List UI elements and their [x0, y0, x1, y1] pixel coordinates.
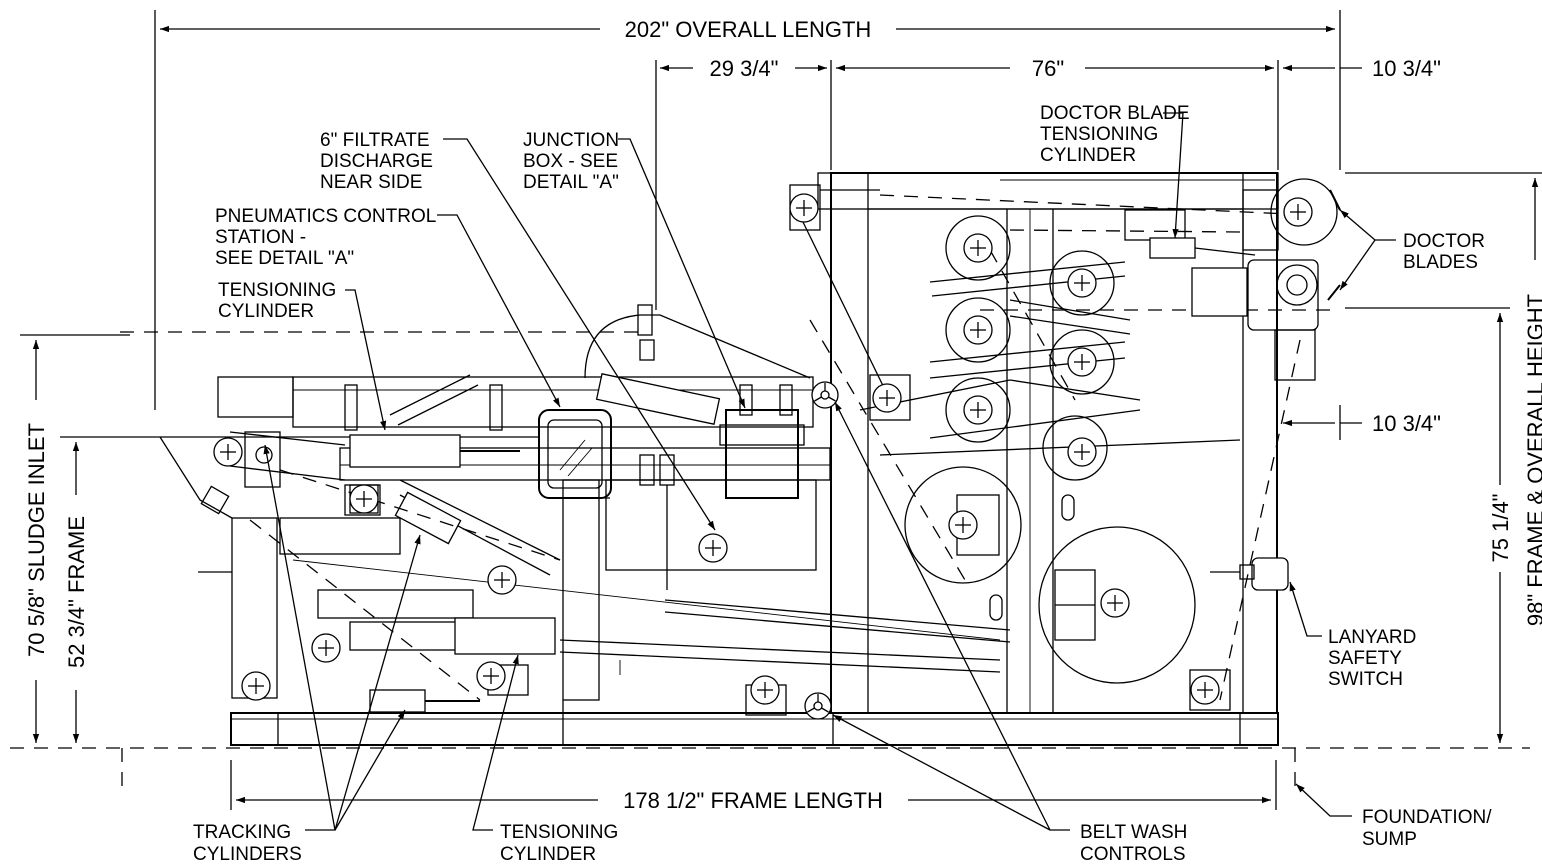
svg-text:JUNCTION: JUNCTION — [523, 130, 619, 151]
leader-lines — [263, 112, 1396, 831]
svg-text:TRACKING: TRACKING — [193, 822, 291, 843]
svg-text:CONTROLS: CONTROLS — [1080, 844, 1186, 865]
overall-length-label: 202" OVERALL LENGTH — [625, 17, 872, 42]
svg-text:STATION -: STATION - — [215, 227, 306, 248]
frame-length-label: 178 1/2" FRAME LENGTH — [623, 788, 883, 813]
dim-29-label: 29 3/4" — [710, 56, 779, 81]
svg-text:SUMP: SUMP — [1362, 829, 1417, 850]
svg-text:CYLINDER: CYLINDER — [500, 844, 596, 865]
svg-text:SWITCH: SWITCH — [1328, 669, 1403, 690]
dim-76-label: 76" — [1032, 56, 1064, 81]
svg-text:NEAR SIDE: NEAR SIDE — [320, 172, 422, 193]
callout-lanyard-switch: LANYARD SAFETY SWITCH — [1328, 627, 1416, 690]
dim-10b-label: 10 3/4" — [1372, 411, 1441, 436]
svg-text:CYLINDER: CYLINDER — [218, 301, 314, 322]
svg-text:BLADES: BLADES — [1403, 252, 1478, 273]
svg-text:SAFETY: SAFETY — [1328, 648, 1402, 669]
belt-press-machine — [159, 172, 1341, 746]
callout-doctor-blades: DOCTOR BLADES — [1403, 231, 1485, 273]
callout-filtrate: 6" FILTRATE DISCHARGE NEAR SIDE — [320, 130, 433, 193]
svg-text:CYLINDERS: CYLINDERS — [193, 844, 302, 865]
svg-text:TENSIONING: TENSIONING — [218, 280, 336, 301]
svg-text:LANYARD: LANYARD — [1328, 627, 1416, 648]
callout-tensioning-top: TENSIONING CYLINDER — [218, 280, 336, 322]
svg-text:DOCTOR BLADE: DOCTOR BLADE — [1040, 103, 1190, 124]
svg-text:TENSIONING: TENSIONING — [500, 822, 618, 843]
svg-text:TENSIONING: TENSIONING — [1040, 124, 1158, 145]
callout-foundation: FOUNDATION/ SUMP — [1362, 807, 1492, 850]
overall-height-label: 98" FRAME & OVERALL HEIGHT — [1523, 294, 1542, 626]
dimension-lines — [10, 10, 1542, 810]
callout-tensioning-bottom: TENSIONING CYLINDER — [500, 822, 618, 865]
svg-text:6" FILTRATE: 6" FILTRATE — [320, 130, 430, 151]
svg-text:BELT WASH: BELT WASH — [1080, 822, 1187, 843]
svg-text:DOCTOR: DOCTOR — [1403, 231, 1485, 252]
sludge-inlet-label: 70 5/8" SLUDGE INLET — [24, 423, 49, 657]
svg-text:SEE DETAIL "A": SEE DETAIL "A" — [215, 248, 354, 269]
callout-pneumatics: PNEUMATICS CONTROL STATION - SEE DETAIL … — [215, 206, 436, 269]
dim-10a-label: 10 3/4" — [1372, 56, 1441, 81]
svg-text:PNEUMATICS CONTROL: PNEUMATICS CONTROL — [215, 206, 436, 227]
svg-text:BOX - SEE: BOX - SEE — [523, 151, 618, 172]
svg-text:FOUNDATION/: FOUNDATION/ — [1362, 807, 1492, 828]
svg-text:CYLINDER: CYLINDER — [1040, 145, 1136, 166]
callout-junction-box: JUNCTION BOX - SEE DETAIL "A" — [523, 130, 619, 193]
svg-text:DISCHARGE: DISCHARGE — [320, 151, 433, 172]
callout-tracking-cylinders: TRACKING CYLINDERS — [193, 822, 302, 865]
dim-75-label: 75 1/4" — [1488, 494, 1513, 563]
svg-text:DETAIL "A": DETAIL "A" — [523, 172, 619, 193]
frame-height-label: 52 3/4" FRAME — [64, 516, 89, 668]
callout-belt-wash: BELT WASH CONTROLS — [1080, 822, 1187, 865]
callout-doctor-blade-cylinder: DOCTOR BLADE TENSIONING CYLINDER — [1040, 103, 1190, 166]
